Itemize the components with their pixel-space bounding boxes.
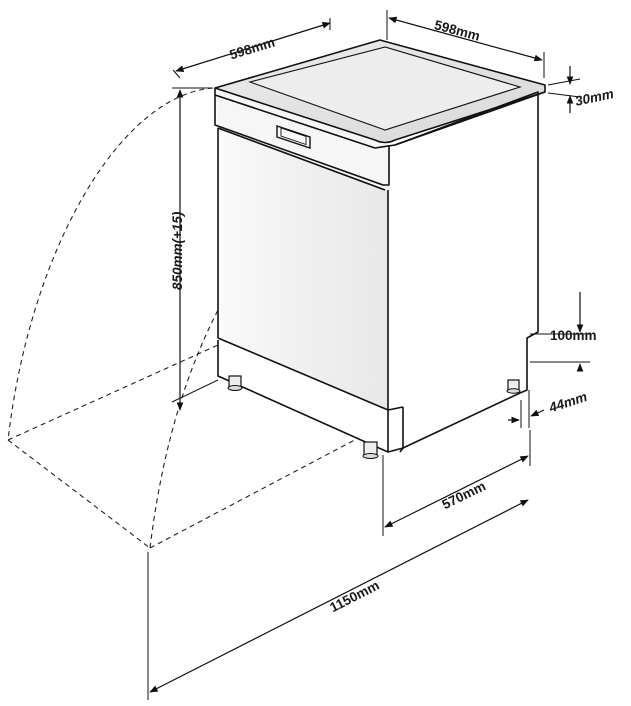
adjustable-foot-rear-right: [506, 379, 521, 394]
dimension-height: 850mm(+15): [170, 87, 219, 411]
door-top-seam: [217, 127, 386, 191]
display-window: [276, 125, 311, 149]
side-panel-outline: [394, 91, 539, 394]
display-screen: [280, 127, 307, 146]
label-width-left: 598mm: [228, 35, 277, 63]
worktop-front-edge: [214, 88, 546, 149]
front-door-fill: [218, 125, 388, 412]
door-arc-left: [7, 87, 214, 441]
label-door-open-depth: 1150mm: [327, 578, 381, 616]
label-height: 850mm(+15): [170, 211, 185, 290]
adjustable-foot-front-right: [362, 441, 379, 459]
door-open-bottom-edge: [7, 439, 151, 549]
dimension-worktop-thickness: 30mm: [547, 66, 615, 113]
door-open-hinge-line-left: [7, 344, 219, 441]
door-open-hinge-line-right: [149, 424, 384, 549]
label-depth-top: 598mm: [433, 17, 482, 44]
side-panel-fill: [388, 90, 538, 452]
dimension-plinth-height: 100mm: [530, 292, 597, 372]
control-panel-outline: [214, 95, 390, 186]
side-bottom-edge: [399, 392, 521, 453]
dimension-depth-body: 570mm: [382, 430, 531, 536]
adjustable-foot-front-left: [227, 375, 243, 391]
label-plinth-height: 100mm: [550, 328, 597, 343]
label-worktop-thickness: 30mm: [574, 86, 615, 109]
dimension-door-open-depth: 1150mm: [147, 499, 529, 700]
label-plinth-recess: 44mm: [546, 389, 589, 416]
plinth-fill: [218, 338, 403, 452]
dishwasher-body: [214, 39, 546, 459]
label-depth-body: 570mm: [440, 478, 488, 512]
